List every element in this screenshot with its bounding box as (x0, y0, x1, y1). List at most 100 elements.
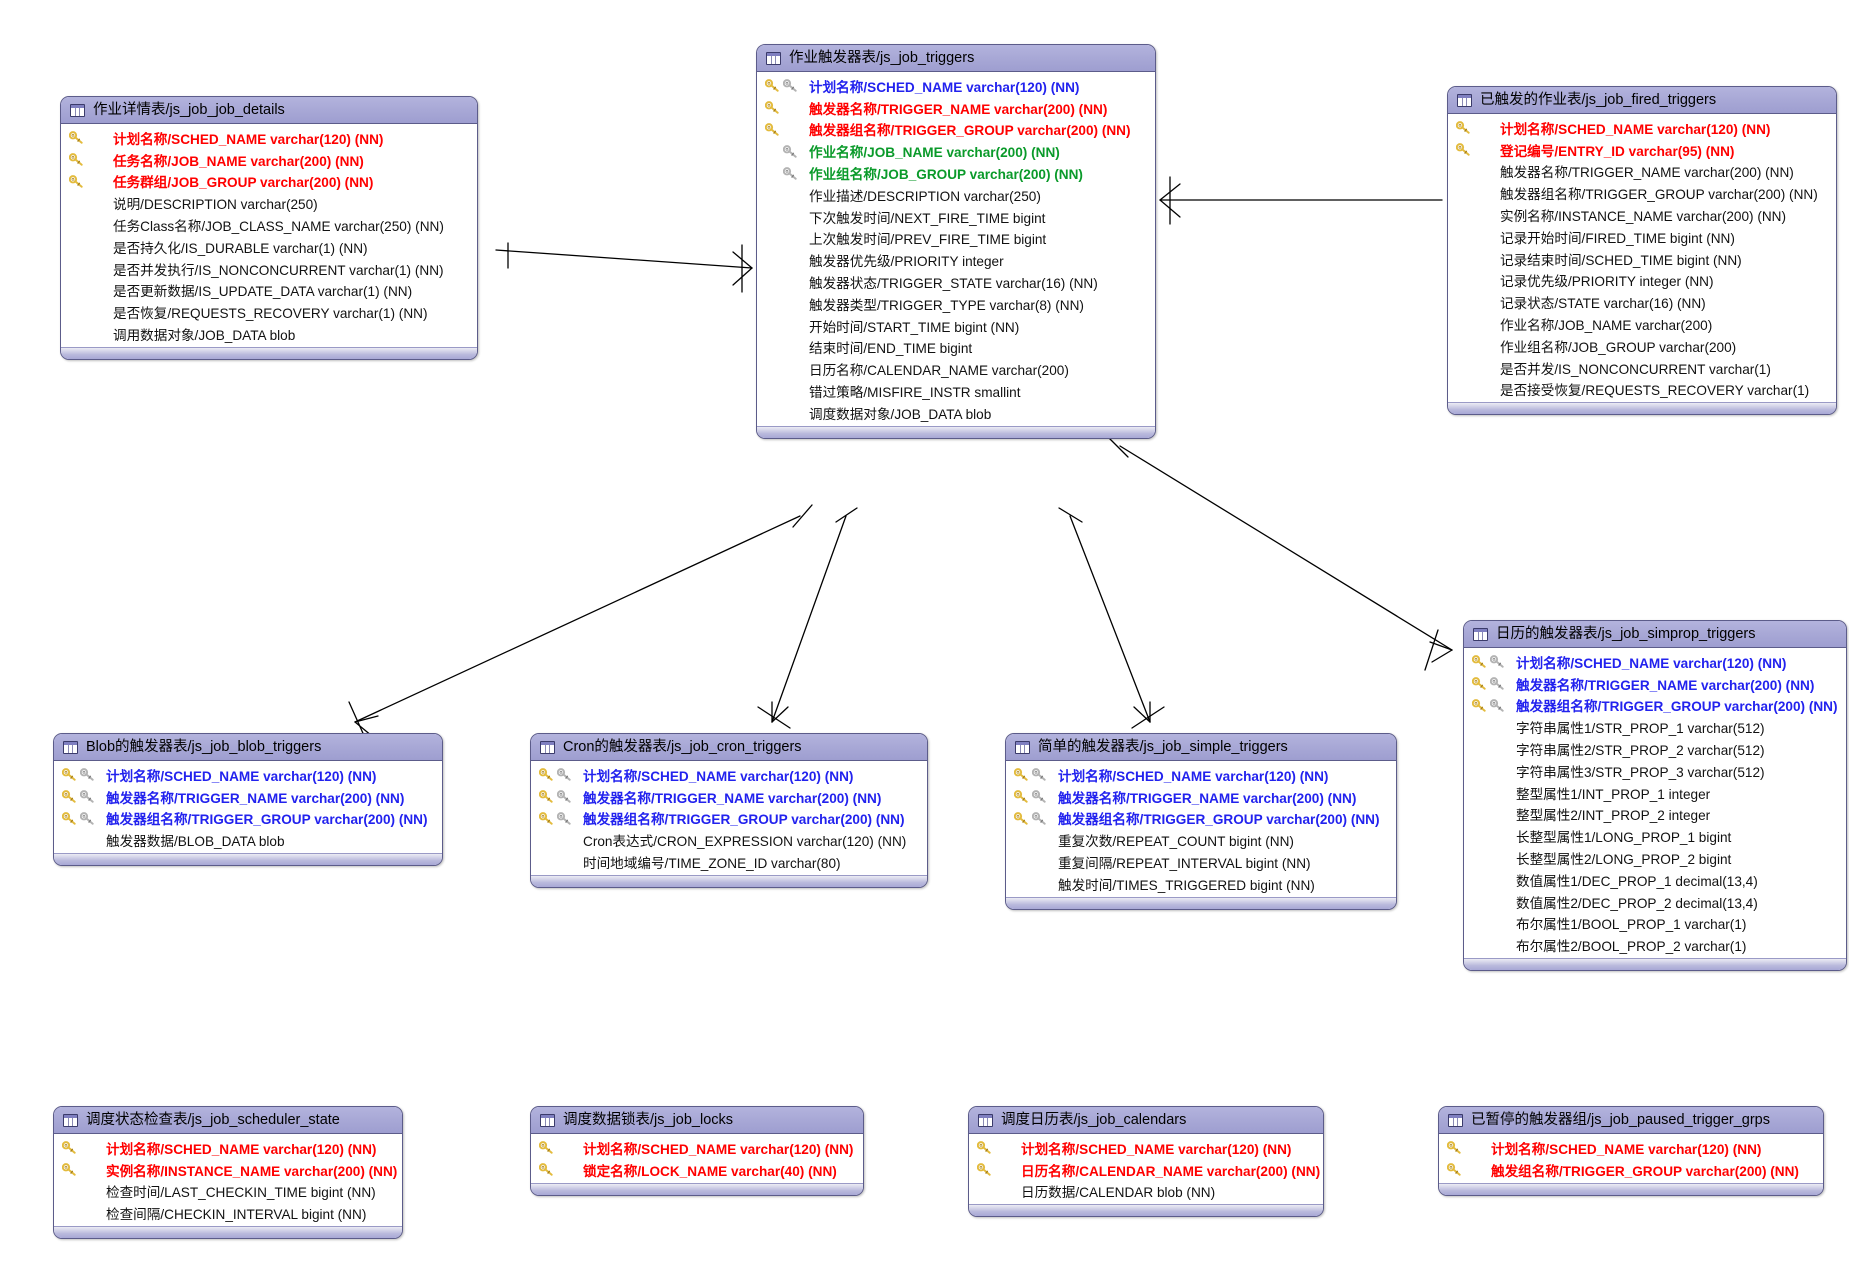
entity-js_job_calendars[interactable]: 调度日历表/js_job_calendars 计划名称/SCHED_NAME va… (968, 1106, 1324, 1218)
attribute-row[interactable]: 日历数据/CALENDAR blob (NN) (969, 1181, 1323, 1203)
attribute-row[interactable]: 计划名称/SCHED_NAME varchar(120) (NN) (61, 127, 477, 149)
attribute-row[interactable]: 触发器组名称/TRIGGER_GROUP varchar(200) (NN) (757, 119, 1155, 141)
attribute-row[interactable]: 字符串属性2/STR_PROP_2 varchar(512) (1464, 738, 1846, 760)
attribute-row[interactable]: 作业名称/JOB_NAME varchar(200) (1448, 313, 1836, 335)
attribute-row[interactable]: 触发器名称/TRIGGER_NAME varchar(200) (NN) (757, 97, 1155, 119)
entity-js_job_triggers[interactable]: 作业触发器表/js_job_triggers 计划名称/SCHED_NAME va… (756, 44, 1156, 439)
attribute-row[interactable]: 是否更新数据/IS_UPDATE_DATA varchar(1) (NN) (61, 280, 477, 302)
attribute-row[interactable]: 数值属性2/DEC_PROP_2 decimal(13,4) (1464, 891, 1846, 913)
entity-header-js_job_triggers[interactable]: 作业触发器表/js_job_triggers (757, 45, 1155, 72)
attribute-row[interactable]: 整型属性2/INT_PROP_2 integer (1464, 804, 1846, 826)
attribute-row[interactable]: 是否接受恢复/REQUESTS_RECOVERY varchar(1) (1448, 379, 1836, 401)
attribute-row[interactable]: 长整型属性2/LONG_PROP_2 bigint (1464, 847, 1846, 869)
entity-header-js_job_fired_triggers[interactable]: 已触发的作业表/js_job_fired_triggers (1448, 87, 1836, 114)
attribute-row[interactable]: 日历名称/CALENDAR_NAME varchar(200) (NN) (969, 1159, 1323, 1181)
attribute-row[interactable]: 实例名称/INSTANCE_NAME varchar(200) (NN) (1448, 204, 1836, 226)
attribute-row[interactable]: 时间地域编号/TIME_ZONE_ID varchar(80) (531, 851, 927, 873)
entity-header-js_job_paused_trigger_grps[interactable]: 已暂停的触发器组/js_job_paused_trigger_grps (1439, 1107, 1823, 1134)
attribute-row[interactable]: 计划名称/SCHED_NAME varchar(120) (NN) (969, 1137, 1323, 1159)
entity-header-js_job_job_details[interactable]: 作业详情表/js_job_job_details (61, 97, 477, 124)
attribute-row[interactable]: 触发器类型/TRIGGER_TYPE varchar(8) (NN) (757, 293, 1155, 315)
attribute-row[interactable]: 触发器组名称/TRIGGER_GROUP varchar(200) (NN) (1464, 695, 1846, 717)
attribute-row[interactable]: 触发器组名称/TRIGGER_GROUP varchar(200) (NN) (531, 808, 927, 830)
attribute-row[interactable]: 检查间隔/CHECKIN_INTERVAL bigint (NN) (54, 1202, 402, 1224)
attribute-row[interactable]: 是否并发/IS_NONCONCURRENT varchar(1) (1448, 357, 1836, 379)
entity-js_job_simprop_triggers[interactable]: 日历的触发器表/js_job_simprop_triggers 计划名称/SCHE… (1463, 620, 1847, 972)
attribute-row[interactable]: 计划名称/SCHED_NAME varchar(120) (NN) (1448, 117, 1836, 139)
entity-js_job_blob_triggers[interactable]: Blob的触发器表/js_job_blob_triggers 计划名称/SCHED… (53, 733, 443, 867)
attribute-row[interactable]: 触发器名称/TRIGGER_NAME varchar(200) (NN) (1448, 161, 1836, 183)
attribute-row[interactable]: 锁定名称/LOCK_NAME varchar(40) (NN) (531, 1159, 863, 1181)
attribute-row[interactable]: 触发器名称/TRIGGER_NAME varchar(200) (NN) (531, 786, 927, 808)
attribute-row[interactable]: 触发器组名称/TRIGGER_GROUP varchar(200) (NN) (1006, 808, 1396, 830)
entity-js_job_scheduler_state[interactable]: 调度状态检查表/js_job_scheduler_state 计划名称/SCHED… (53, 1106, 403, 1240)
entity-js_job_cron_triggers[interactable]: Cron的触发器表/js_job_cron_triggers 计划名称/SCHED… (530, 733, 928, 888)
attribute-row[interactable]: 字符串属性1/STR_PROP_1 varchar(512) (1464, 716, 1846, 738)
attribute-row[interactable]: 作业名称/JOB_NAME varchar(200) (NN) (757, 140, 1155, 162)
attribute-row[interactable]: 触发器优先级/PRIORITY integer (757, 249, 1155, 271)
entity-js_job_fired_triggers[interactable]: 已触发的作业表/js_job_fired_triggers 计划名称/SCHED_… (1447, 86, 1837, 416)
attribute-row[interactable]: 记录优先级/PRIORITY integer (NN) (1448, 270, 1836, 292)
attribute-row[interactable]: 调用数据对象/JOB_DATA blob (61, 323, 477, 345)
attribute-row[interactable]: 触发组名称/TRIGGER_GROUP varchar(200) (NN) (1439, 1159, 1823, 1181)
attribute-row[interactable]: 是否持久化/IS_DURABLE varchar(1) (NN) (61, 236, 477, 258)
attribute-row[interactable]: 记录结束时间/SCHED_TIME bigint (NN) (1448, 248, 1836, 270)
entity-js_job_locks[interactable]: 调度数据锁表/js_job_locks 计划名称/SCHED_NAME varch… (530, 1106, 864, 1196)
attribute-row[interactable]: 计划名称/SCHED_NAME varchar(120) (NN) (531, 1137, 863, 1159)
attribute-row[interactable]: 任务群组/JOB_GROUP varchar(200) (NN) (61, 171, 477, 193)
attribute-row[interactable]: 计划名称/SCHED_NAME varchar(120) (NN) (1464, 651, 1846, 673)
entity-header-js_job_scheduler_state[interactable]: 调度状态检查表/js_job_scheduler_state (54, 1107, 402, 1134)
attribute-row[interactable]: 检查时间/LAST_CHECKIN_TIME bigint (NN) (54, 1181, 402, 1203)
attribute-row[interactable]: 是否恢复/REQUESTS_RECOVERY varchar(1) (NN) (61, 301, 477, 323)
attribute-row[interactable]: 触发器名称/TRIGGER_NAME varchar(200) (NN) (1006, 786, 1396, 808)
attribute-row[interactable]: 登记编号/ENTRY_ID varchar(95) (NN) (1448, 139, 1836, 161)
attribute-row[interactable]: 任务名称/JOB_NAME varchar(200) (NN) (61, 149, 477, 171)
attribute-row[interactable]: 触发器名称/TRIGGER_NAME varchar(200) (NN) (1464, 673, 1846, 695)
attribute-row[interactable]: 触发器组名称/TRIGGER_GROUP varchar(200) (NN) (1448, 182, 1836, 204)
attribute-row[interactable]: 记录开始时间/FIRED_TIME bigint (NN) (1448, 226, 1836, 248)
attribute-row[interactable]: 长整型属性1/LONG_PROP_1 bigint (1464, 825, 1846, 847)
attribute-row[interactable]: 触发器状态/TRIGGER_STATE varchar(16) (NN) (757, 271, 1155, 293)
attribute-row[interactable]: 整型属性1/INT_PROP_1 integer (1464, 782, 1846, 804)
attribute-row[interactable]: 任务Class名称/JOB_CLASS_NAME varchar(250) (N… (61, 214, 477, 236)
attribute-row[interactable]: 结束时间/END_TIME bigint (757, 337, 1155, 359)
attribute-row[interactable]: Cron表达式/CRON_EXPRESSION varchar(120) (NN… (531, 829, 927, 851)
attribute-row[interactable]: 布尔属性1/BOOL_PROP_1 varchar(1) (1464, 913, 1846, 935)
attribute-row[interactable]: 下次触发时间/NEXT_FIRE_TIME bigint (757, 206, 1155, 228)
attribute-row[interactable]: 触发时间/TIMES_TRIGGERED bigint (NN) (1006, 873, 1396, 895)
attribute-row[interactable]: 实例名称/INSTANCE_NAME varchar(200) (NN) (54, 1159, 402, 1181)
attribute-row[interactable]: 开始时间/START_TIME bigint (NN) (757, 315, 1155, 337)
entity-js_job_simple_triggers[interactable]: 简单的触发器表/js_job_simple_triggers 计划名称/SCHED… (1005, 733, 1397, 910)
attribute-row[interactable]: 计划名称/SCHED_NAME varchar(120) (NN) (1006, 764, 1396, 786)
attribute-row[interactable]: 作业组名称/JOB_GROUP varchar(200) (1448, 335, 1836, 357)
attribute-row[interactable]: 字符串属性3/STR_PROP_3 varchar(512) (1464, 760, 1846, 782)
attribute-row[interactable]: 作业组名称/JOB_GROUP varchar(200) (NN) (757, 162, 1155, 184)
attribute-row[interactable]: 计划名称/SCHED_NAME varchar(120) (NN) (54, 1137, 402, 1159)
attribute-row[interactable]: 是否并发执行/IS_NONCONCURRENT varchar(1) (NN) (61, 258, 477, 280)
attribute-row[interactable]: 重复次数/REPEAT_COUNT bigint (NN) (1006, 829, 1396, 851)
attribute-row[interactable]: 上次触发时间/PREV_FIRE_TIME bigint (757, 228, 1155, 250)
attribute-row[interactable]: 重复间隔/REPEAT_INTERVAL bigint (NN) (1006, 851, 1396, 873)
attribute-row[interactable]: 触发器数据/BLOB_DATA blob (54, 829, 442, 851)
attribute-row[interactable]: 计划名称/SCHED_NAME varchar(120) (NN) (54, 764, 442, 786)
attribute-row[interactable]: 布尔属性2/BOOL_PROP_2 varchar(1) (1464, 934, 1846, 956)
entity-header-js_job_simple_triggers[interactable]: 简单的触发器表/js_job_simple_triggers (1006, 734, 1396, 761)
entity-js_job_job_details[interactable]: 作业详情表/js_job_job_details 计划名称/SCHED_NAME … (60, 96, 478, 360)
attribute-row[interactable]: 计划名称/SCHED_NAME varchar(120) (NN) (531, 764, 927, 786)
entity-header-js_job_locks[interactable]: 调度数据锁表/js_job_locks (531, 1107, 863, 1134)
attribute-row[interactable]: 作业描述/DESCRIPTION varchar(250) (757, 184, 1155, 206)
entity-header-js_job_simprop_triggers[interactable]: 日历的触发器表/js_job_simprop_triggers (1464, 621, 1846, 648)
attribute-row[interactable]: 触发器组名称/TRIGGER_GROUP varchar(200) (NN) (54, 808, 442, 830)
attribute-row[interactable]: 说明/DESCRIPTION varchar(250) (61, 192, 477, 214)
attribute-row[interactable]: 错过策略/MISFIRE_INSTR smallint (757, 380, 1155, 402)
entity-header-js_job_blob_triggers[interactable]: Blob的触发器表/js_job_blob_triggers (54, 734, 442, 761)
entity-header-js_job_cron_triggers[interactable]: Cron的触发器表/js_job_cron_triggers (531, 734, 927, 761)
entity-js_job_paused_trigger_grps[interactable]: 已暂停的触发器组/js_job_paused_trigger_grps 计划名称/… (1438, 1106, 1824, 1196)
attribute-row[interactable]: 计划名称/SCHED_NAME varchar(120) (NN) (757, 75, 1155, 97)
attribute-row[interactable]: 计划名称/SCHED_NAME varchar(120) (NN) (1439, 1137, 1823, 1159)
attribute-row[interactable]: 数值属性1/DEC_PROP_1 decimal(13,4) (1464, 869, 1846, 891)
attribute-row[interactable]: 触发器名称/TRIGGER_NAME varchar(200) (NN) (54, 786, 442, 808)
attribute-row[interactable]: 日历名称/CALENDAR_NAME varchar(200) (757, 358, 1155, 380)
entity-header-js_job_calendars[interactable]: 调度日历表/js_job_calendars (969, 1107, 1323, 1134)
attribute-row[interactable]: 调度数据对象/JOB_DATA blob (757, 402, 1155, 424)
